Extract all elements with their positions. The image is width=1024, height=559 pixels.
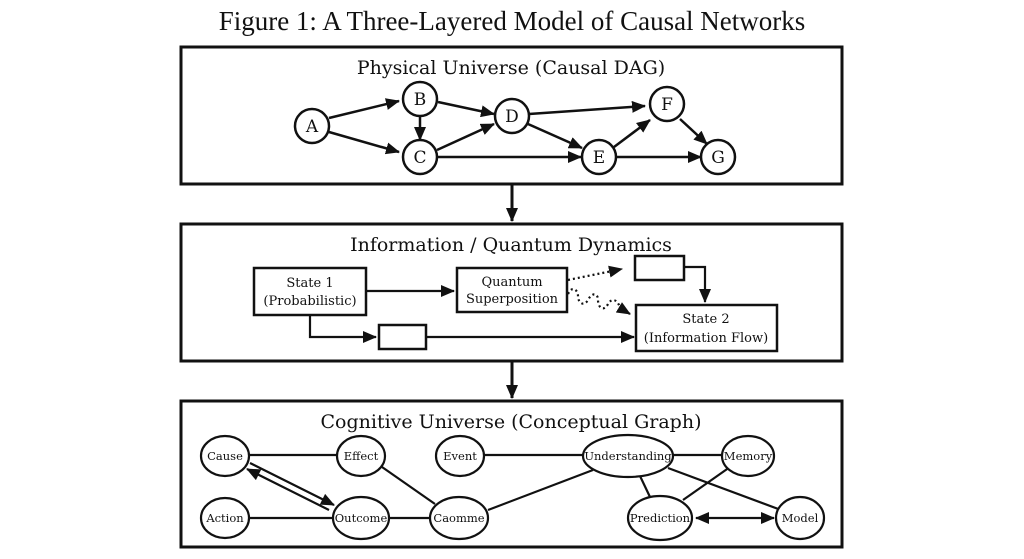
- node-g: G: [699, 138, 737, 176]
- edge-f-g: [679, 118, 708, 145]
- cog-node-caomme-label: Caomme: [433, 511, 484, 525]
- box-state1-line1: State 1: [286, 276, 333, 291]
- cog-node-action-label: Action: [205, 511, 244, 525]
- node-e-label: E: [593, 148, 605, 168]
- cog-node-cause: Cause: [199, 434, 251, 478]
- cog-node-prediction-label: Prediction: [630, 511, 691, 525]
- edge-memory-prediction: [682, 466, 731, 501]
- cog-node-effect: Effect: [335, 434, 387, 478]
- node-d: D: [493, 97, 531, 135]
- cog-node-memory-label: Memory: [724, 449, 773, 463]
- edge-d-e: [527, 122, 583, 150]
- edge-c-d: [436, 122, 495, 152]
- figure-title: Figure 1: A Three-Layered Model of Causa…: [218, 6, 806, 36]
- box-state2-line1: State 2: [682, 312, 729, 327]
- box-quantum-line2: Superposition: [466, 292, 559, 307]
- cog-node-caomme: Caomme: [428, 495, 490, 541]
- layer-cognitive-title: Cognitive Universe (Conceptual Graph): [321, 411, 702, 433]
- node-d-label: D: [505, 107, 519, 127]
- edge-effect-caomme: [381, 466, 436, 505]
- node-b: B: [401, 80, 439, 118]
- box-blank-top: [633, 254, 686, 282]
- node-g-label: G: [711, 148, 725, 168]
- cog-node-outcome-label: Outcome: [335, 511, 388, 525]
- cog-node-prediction: Prediction: [626, 494, 694, 542]
- edge-outcome-cause: [246, 468, 330, 511]
- edge-e-f: [613, 119, 651, 148]
- layer-information-title: Information / Quantum Dynamics: [350, 234, 672, 256]
- node-e: E: [580, 138, 618, 176]
- node-f-label: F: [661, 95, 673, 115]
- edge-d-f: [528, 100, 646, 116]
- layer-cognitive-frame: [179, 399, 844, 549]
- cog-node-outcome: Outcome: [331, 495, 391, 541]
- node-c-label: C: [413, 148, 426, 168]
- box-quantum: Quantum Superposition: [455, 266, 569, 314]
- cog-node-model: Model: [774, 495, 826, 541]
- cog-node-understanding: Understanding: [581, 433, 675, 479]
- edge-cause-outcome: [249, 462, 335, 506]
- edge-blank-top-state2: [685, 265, 711, 303]
- edge-b-d: [437, 100, 495, 118]
- edge-understanding-prediction: [639, 475, 651, 498]
- box-state1-line2: (Probabilistic): [263, 294, 356, 309]
- cog-node-memory: Memory: [720, 434, 776, 478]
- edge-state1-blank-bottom: [308, 316, 377, 343]
- box-state2: State 2 (Information Flow): [634, 303, 779, 353]
- cog-node-cause-label: Cause: [207, 449, 243, 463]
- cog-node-effect-label: Effect: [344, 449, 379, 463]
- layer-cognitive: Cognitive Universe (Conceptual Graph) Ca…: [179, 399, 844, 549]
- cog-node-model-label: Model: [782, 511, 819, 525]
- cog-node-event: Event: [434, 434, 486, 478]
- edge-quantum-state2-wavy: [566, 288, 631, 315]
- edge-a-c: [328, 130, 400, 155]
- box-blank-bottom: [377, 323, 428, 351]
- box-state2-line2: (Information Flow): [644, 331, 768, 346]
- node-c: C: [401, 138, 439, 176]
- cog-node-action: Action: [199, 496, 251, 540]
- box-quantum-line1: Quantum: [481, 275, 542, 290]
- node-a: A: [293, 107, 331, 145]
- node-b-label: B: [414, 90, 427, 110]
- box-state1: State 1 (Probabilistic): [252, 266, 368, 317]
- layer-physical: Physical Universe (Causal DAG) A B C: [179, 45, 844, 186]
- layer-information-frame: [179, 222, 844, 363]
- node-f: F: [648, 85, 686, 123]
- layer-physical-frame: [179, 45, 844, 186]
- layer-physical-title: Physical Universe (Causal DAG): [357, 57, 665, 79]
- edge-understanding-model: [667, 466, 782, 512]
- node-a-label: A: [305, 117, 319, 137]
- cog-node-event-label: Event: [443, 449, 477, 463]
- edge-quantum-blank-top: [567, 265, 623, 282]
- layer-information: Information / Quantum Dynamics State 1 (…: [179, 222, 844, 363]
- cog-node-understanding-label: Understanding: [584, 449, 672, 463]
- edge-a-b: [328, 98, 400, 120]
- edge-understanding-caomme: [487, 468, 594, 512]
